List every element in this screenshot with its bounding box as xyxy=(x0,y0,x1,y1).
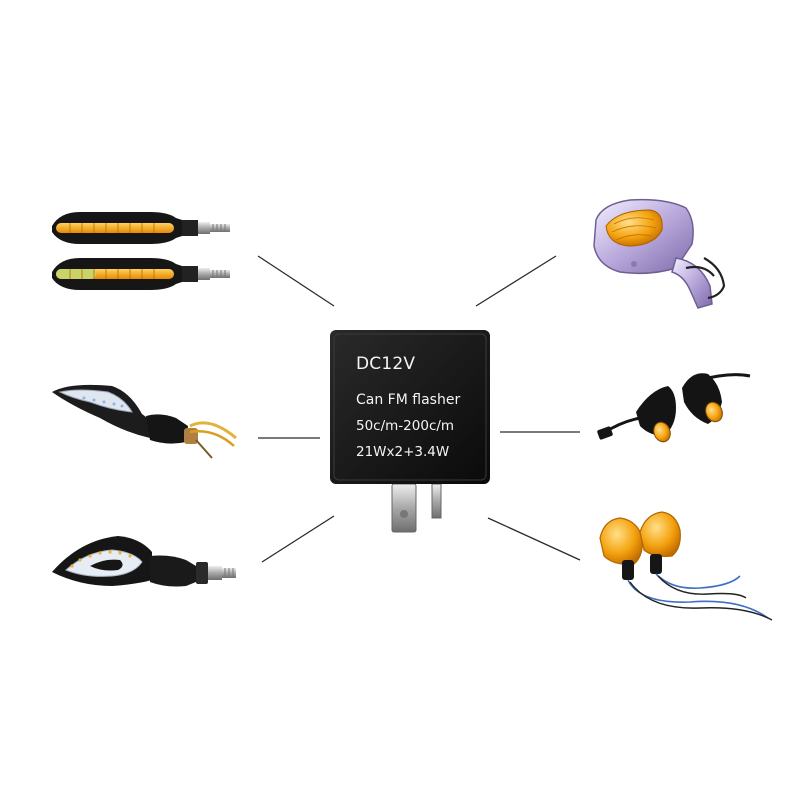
led-sequential-turn-signal-icon xyxy=(52,212,230,290)
relay-model-label: Can FM flasher xyxy=(356,392,461,408)
relay-rate-label: 50c/m-200c/m xyxy=(356,418,455,434)
relay-voltage-label: DC12V xyxy=(356,354,416,374)
connector-line-top-left xyxy=(257,255,335,307)
arrow-led-turn-signal-icon xyxy=(52,384,237,459)
diamond-led-turn-signal-icon xyxy=(52,536,236,587)
relay-terminal-right xyxy=(431,483,442,519)
connector-line-bottom-right xyxy=(487,517,581,561)
relay-load-label: 21Wx2+3.4W xyxy=(356,444,450,460)
flasher-relay xyxy=(330,330,490,533)
connector-line-bottom-left xyxy=(261,515,335,563)
connector-lines xyxy=(257,255,581,563)
bullet-turn-signal-icon xyxy=(597,373,751,443)
relay-terminal-left xyxy=(391,483,417,533)
amber-lens-turn-signal-icon xyxy=(599,511,773,621)
connector-line-top-right xyxy=(475,255,557,307)
relay-body xyxy=(330,330,490,484)
mirror-turn-signal-icon xyxy=(593,198,726,309)
